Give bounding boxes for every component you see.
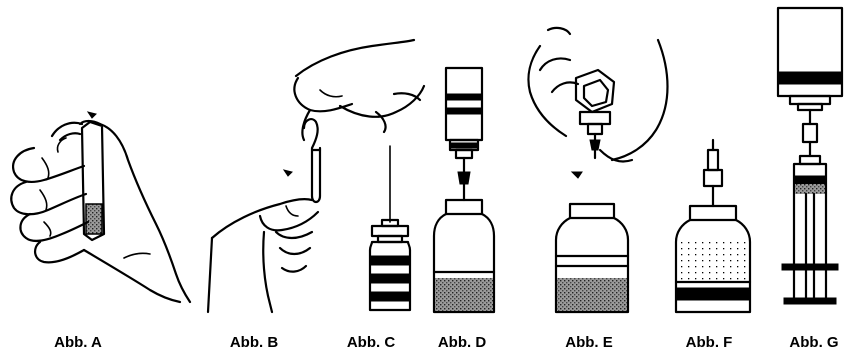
figure-d-transfer-device-on-vial — [434, 68, 494, 312]
figure-b-hands-snapping-ampoule — [208, 40, 424, 312]
figure-caption-e: Abb. E — [565, 334, 613, 351]
figure-f-mixed-solution-vial — [676, 140, 750, 312]
figure-caption-g: Abb. G — [789, 334, 838, 351]
figure-caption-d: Abb. D — [438, 334, 486, 351]
figure-a-hand-gripping-vial — [11, 112, 190, 302]
figure-caption-b: Abb. B — [230, 334, 278, 351]
figure-caption-a: Abb. A — [54, 334, 102, 351]
figure-caption-c: Abb. C — [347, 334, 395, 351]
figure-caption-f: Abb. F — [686, 334, 733, 351]
figure-g-syringe-drawing-from-vial — [778, 8, 842, 304]
figure-c-vial-with-needle — [370, 146, 410, 310]
figure-e-hand-removing-cap — [528, 28, 667, 312]
